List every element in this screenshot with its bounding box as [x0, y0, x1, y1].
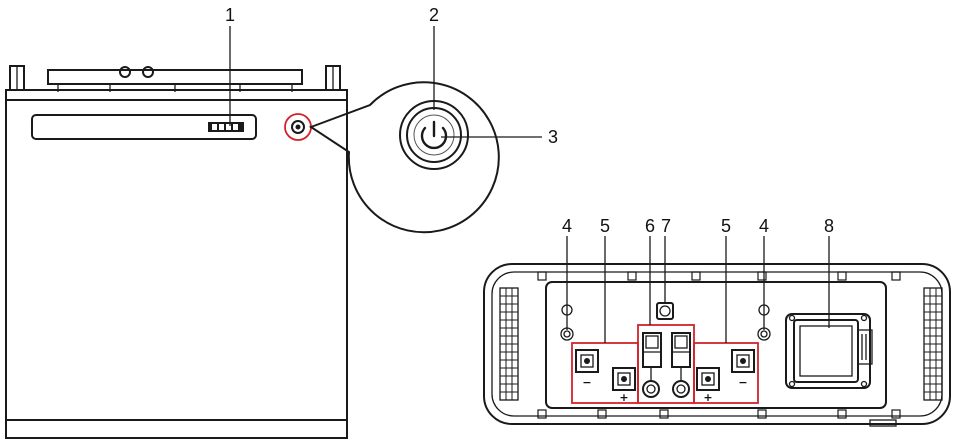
vent-grille-left: [499, 287, 519, 401]
terminal-unit: − + − +: [483, 263, 951, 427]
power-button-face[interactable]: [413, 114, 455, 156]
callout-5b: 5: [721, 216, 731, 236]
callout-4a: 4: [562, 216, 572, 236]
polarity-left-bottom: +: [619, 391, 628, 404]
top-rail: [47, 69, 303, 85]
top-knob: [119, 66, 131, 78]
zoom-bubble: [308, 81, 500, 234]
callout-8: 8: [824, 216, 834, 236]
callout-2: 2: [429, 5, 439, 25]
callout-5a: 5: [600, 216, 610, 236]
callout-1: 1: [225, 5, 235, 25]
foot: [869, 419, 897, 427]
callout-3: 3: [548, 127, 558, 147]
power-button-small[interactable]: [291, 120, 305, 134]
battery-terminal-block-left: − +: [571, 342, 639, 404]
vent-grille-right: [923, 287, 943, 401]
battery-terminal-block-right: − +: [693, 342, 759, 404]
callout-4b: 4: [759, 216, 769, 236]
top-knob: [142, 66, 154, 78]
communication-ports: [637, 324, 695, 404]
terminal-panel: [545, 281, 887, 409]
display-strip: [31, 114, 257, 140]
polarity-right-top: −: [738, 376, 747, 389]
terminal-shell: [483, 263, 951, 425]
front-unit: [5, 65, 348, 439]
polarity-left-top: −: [582, 376, 591, 389]
power-icon: [420, 120, 448, 150]
unit-base: [5, 419, 348, 439]
polarity-right-bottom: +: [703, 391, 712, 404]
battery-indicator: [208, 122, 244, 132]
dip-switch-port: [656, 302, 674, 320]
callout-7: 7: [661, 216, 671, 236]
callout-6: 6: [645, 216, 655, 236]
breaker-cover: [785, 313, 873, 389]
